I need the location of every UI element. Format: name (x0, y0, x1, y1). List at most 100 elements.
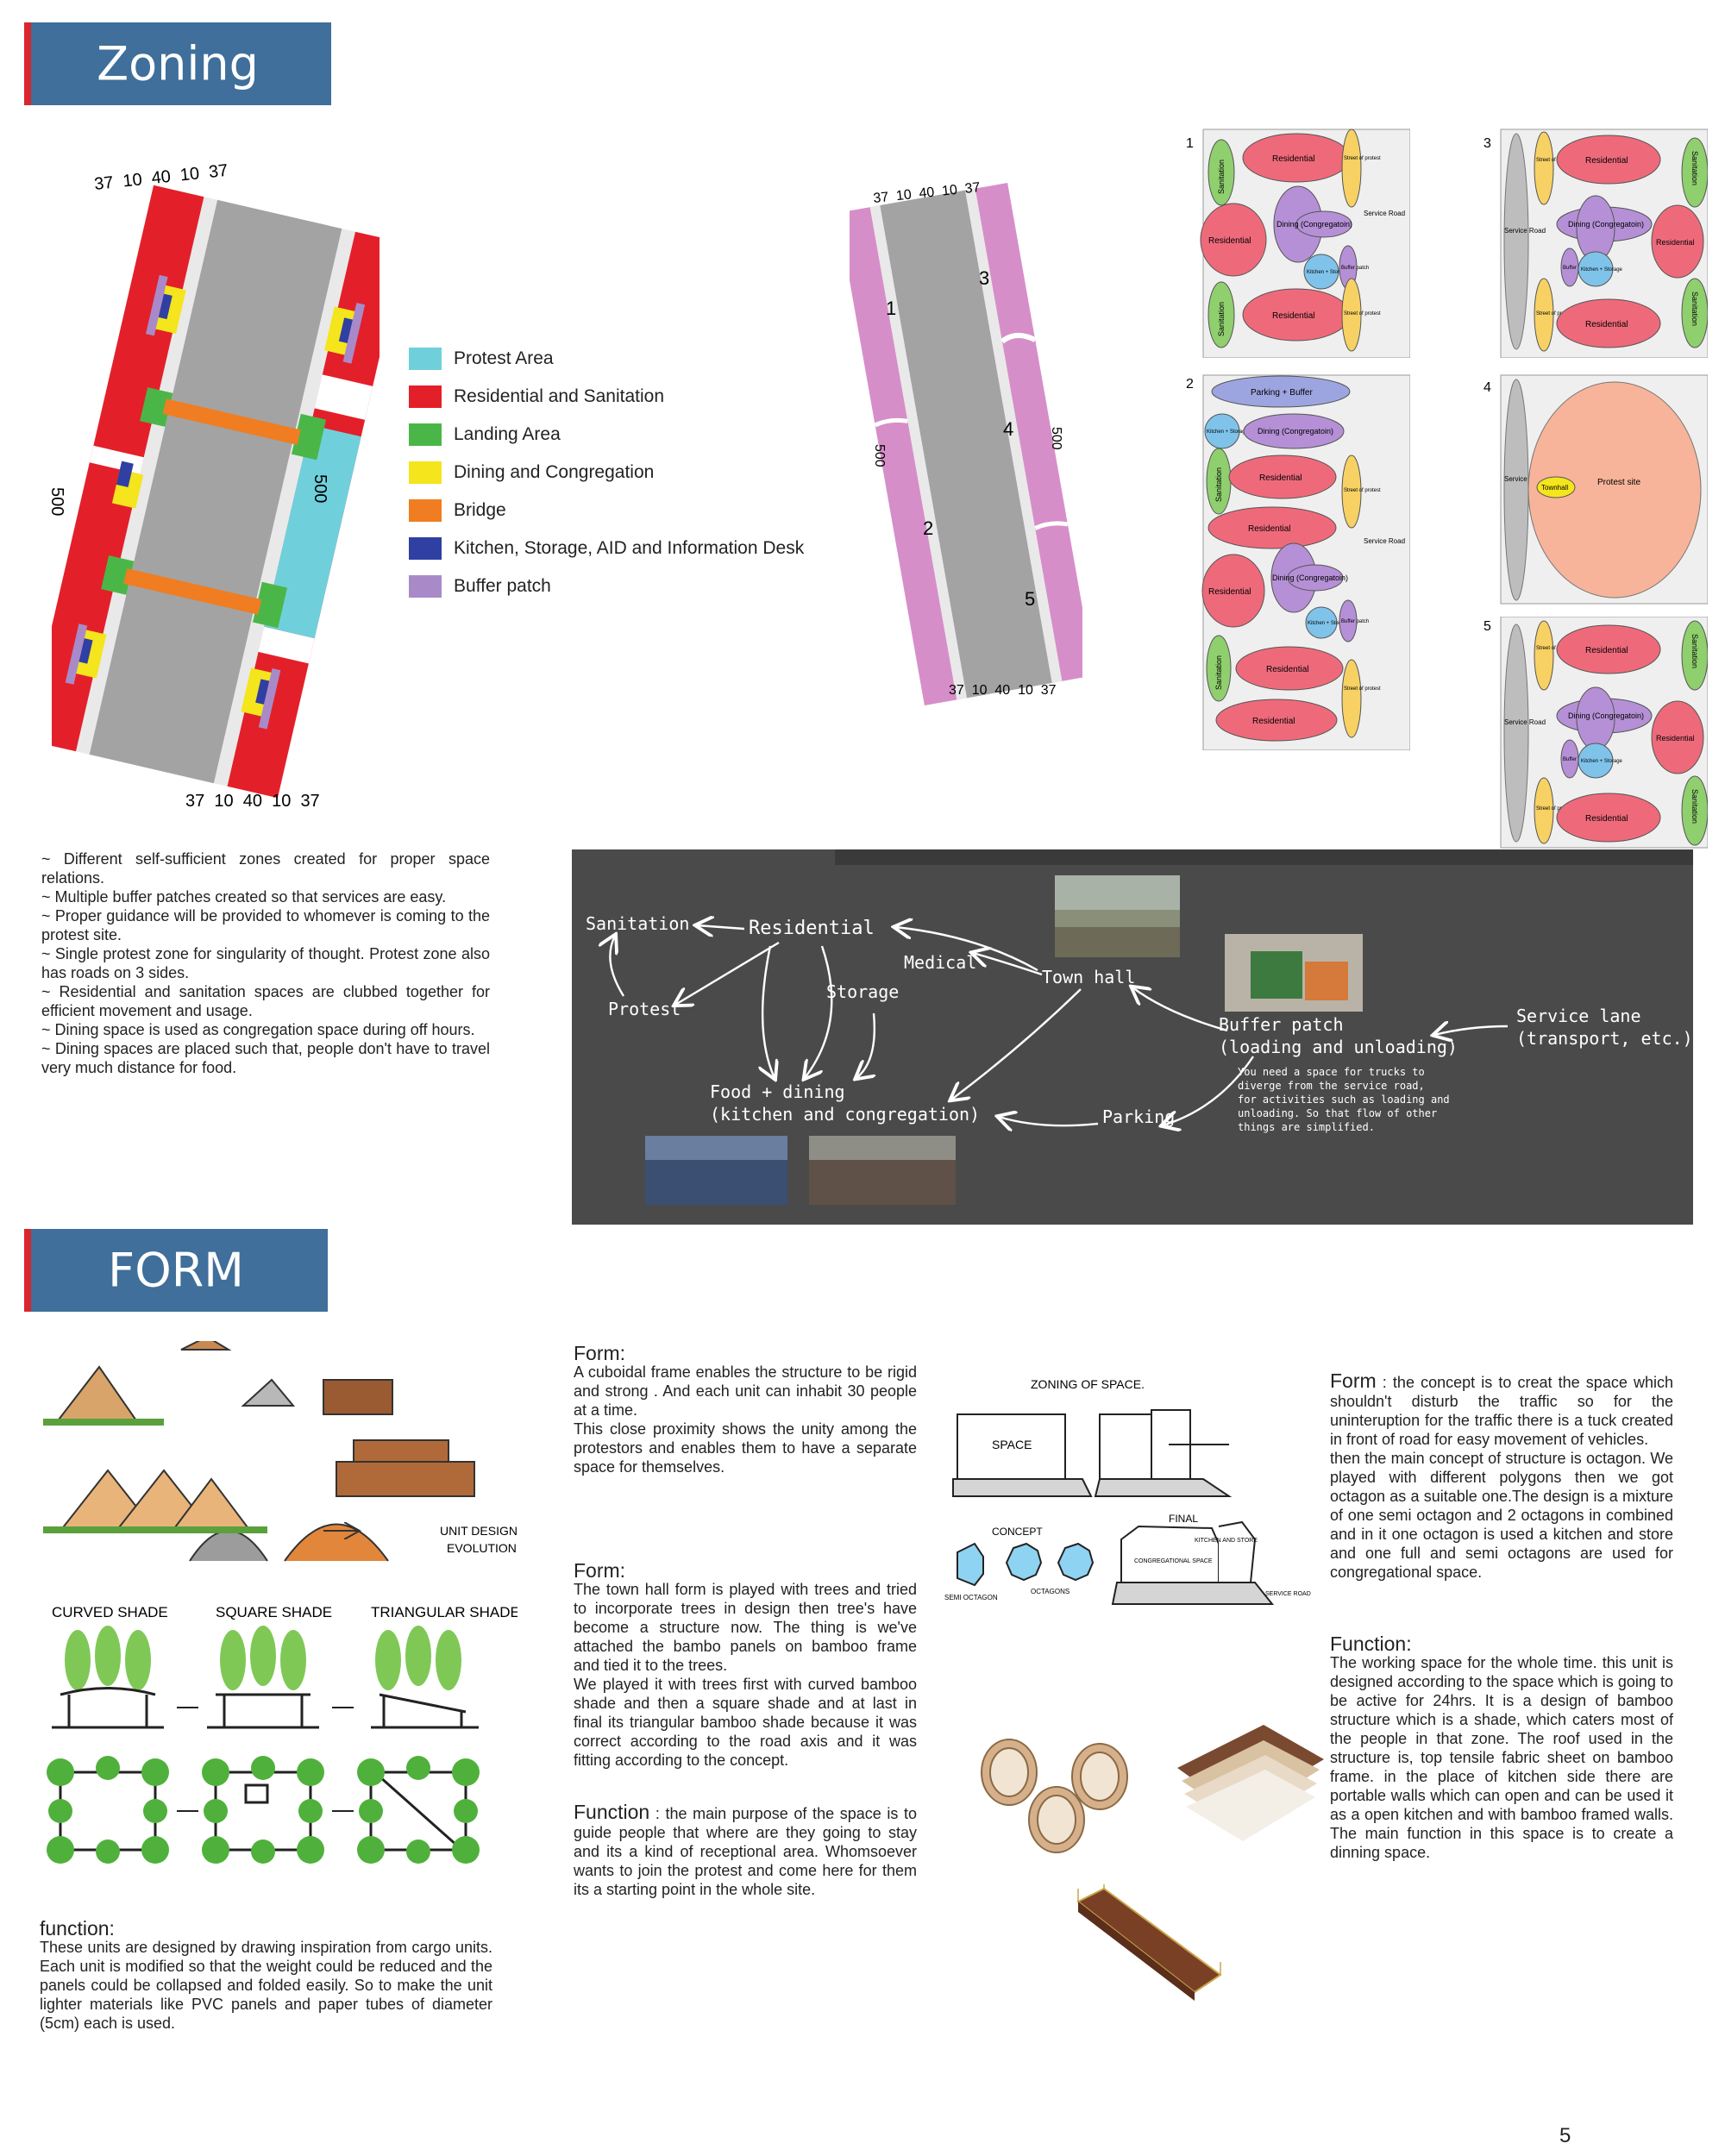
function-heading: Function (574, 1801, 650, 1823)
diagram-label: Service Road (1364, 210, 1405, 217)
legend-item: Residential and Sanitation (409, 383, 664, 411)
diagram-label: Sanitation (1690, 634, 1699, 668)
diagram-label: Buffer patch (1341, 266, 1369, 271)
diagram-label: Protest site (1597, 478, 1640, 487)
left-plan-left-dim: 500 (52, 487, 66, 516)
diagram-label: Sanitation (1217, 160, 1226, 194)
diagram-label: Street of protest (1536, 646, 1573, 651)
diagram-label: Dining (Congregatoin) (1258, 427, 1333, 436)
diagram-label: Sanitation (1690, 151, 1699, 185)
congregational-label: CONGREGATIONAL SPACE (1134, 1558, 1213, 1564)
function-heading: function: (40, 1917, 115, 1940)
diagram-label: Service Road (1504, 227, 1546, 235)
function-body: The working space for the whole time. th… (1330, 1654, 1673, 1861)
zoning-space-label: ZONING OF SPACE. (1031, 1377, 1145, 1391)
kitchen-store-label: KITCHEN AND STORE (1195, 1538, 1258, 1544)
unit-evolution-sketch: UNIT DESIGN EVOLUTION (43, 1341, 518, 1562)
octagons-label: OCTAGONS (1031, 1588, 1070, 1595)
legend-swatch (409, 348, 442, 370)
zone-diagram-3: 3 Service Road Street of protest Street … (1484, 128, 1708, 358)
form-title: FORM (108, 1243, 244, 1298)
flow-buffer: Buffer patch (1219, 1014, 1344, 1035)
flow-buffer-sub: (loading and unloading) (1219, 1037, 1458, 1057)
dining-zoning-sketch: ZONING OF SPACE. SPACE CONCEPT FINAL SEM… (944, 1377, 1311, 1605)
diagram-label: Townhall (1541, 484, 1568, 492)
diagram-number: 3 (1484, 136, 1491, 151)
legend-label: Buffer patch (454, 576, 551, 596)
diagram-number: 4 (1484, 380, 1491, 395)
flow-note: for activities such as loading and (1238, 1094, 1450, 1106)
diagram-label: Street of protest (1344, 686, 1381, 692)
diagram-label: Dining (Congregatoin) (1568, 220, 1644, 229)
diagram-label: Residential (1656, 734, 1695, 743)
zone-diagram-2: 2 Parking + Buffer Kitchen + Storage Din… (1186, 374, 1410, 750)
form-body: A cuboidal frame enables the structure t… (574, 1363, 917, 1419)
site-plan-middle: 1 2 3 4 5 37 10 40 10 37 37 10 40 10 37 … (850, 180, 1082, 705)
unit-design-label: UNIT DESIGN (440, 1524, 518, 1538)
site-plan-left: 37 10 40 10 37 37 10 40 10 37 500 500 (52, 164, 380, 811)
diagram-label: Residential (1259, 473, 1302, 483)
diagram-label: Residential (1272, 154, 1314, 164)
zone-label-2: 2 (923, 517, 933, 539)
legend-swatch (409, 423, 442, 446)
concept-label: CONCEPT (992, 1526, 1043, 1538)
legend-label: Bridge (454, 500, 506, 520)
legend-item: Kitchen, Storage, AID and Information De… (409, 535, 804, 562)
form-body: We played it with trees first with curve… (574, 1676, 917, 1769)
zone-label-1: 1 (886, 298, 896, 319)
zoning-title: Zoning (97, 36, 259, 91)
function-heading: Function: (1330, 1633, 1412, 1655)
legend-item: Landing Area (409, 421, 561, 448)
zone-diagram-5: 5 Service Road Street of protest Street … (1484, 617, 1708, 849)
diagram-label: Service Road (1504, 475, 1546, 483)
form-heading: Form: (574, 1559, 626, 1582)
legend-item: Bridge (409, 497, 506, 524)
legend-label: Dining and Congregation (454, 462, 655, 482)
flow-storage: Storage (826, 981, 899, 1002)
diagram-label: Residential (1585, 320, 1628, 329)
legend-swatch (409, 575, 442, 598)
final-label: FINAL (1169, 1513, 1198, 1525)
zoning-section-banner: Zoning (24, 22, 331, 105)
diagram-label: Residential (1266, 665, 1308, 674)
form-body: then the main concept of structure is oc… (1330, 1450, 1673, 1581)
legend-label: Protest Area (454, 348, 554, 368)
mid-plan-right-dim: 500 (1049, 427, 1063, 450)
zoning-legend: Protest Area Residential and Sanitation … (409, 345, 857, 604)
flow-medical: Medical (904, 952, 976, 973)
page-number: 5 (1559, 2124, 1571, 2147)
note-line: ~ Residential and sanitation spaces are … (41, 983, 490, 1019)
legend-label: Residential and Sanitation (454, 386, 665, 406)
text-col3-form: Form : the concept is to creat the space… (1330, 1371, 1673, 1582)
cargo-unit-image (1076, 1884, 1222, 2001)
flow-note: unloading. So that flow of other (1238, 1107, 1437, 1119)
form-body: This close proximity shows the unity amo… (574, 1420, 917, 1476)
service-road-label: SERVICE ROAD (1265, 1591, 1311, 1597)
legend-item: Buffer patch (409, 573, 551, 600)
left-plan-bottom-dims: 37 10 40 10 37 (185, 792, 320, 811)
function-body: These units are designed by drawing insp… (40, 1939, 492, 2032)
form-section-banner: FORM (24, 1229, 328, 1312)
diagram-label: Buffer patch (1563, 757, 1590, 762)
form-heading: Form (1330, 1369, 1377, 1392)
zone-diagram-1: 1 Sanitation Sanitation Residential Resi… (1186, 128, 1410, 358)
form-heading: Form: (574, 1342, 626, 1364)
diagram-label: Residential (1656, 238, 1695, 247)
diagram-label: Sanitation (1690, 789, 1699, 824)
mid-plan-bottom-dims: 37 10 40 10 37 (949, 683, 1057, 698)
diagram-label: Kitchen + Storage (1308, 621, 1350, 626)
diagram-label: Street of protest (1536, 806, 1573, 812)
diagram-label: Sanitation (1214, 655, 1223, 690)
diagram-label: Buffer patch (1341, 619, 1369, 624)
flow-food: Food + dining (710, 1081, 845, 1102)
flow-arrows (610, 925, 1509, 1125)
flow-service: Service lane (1516, 1006, 1641, 1026)
diagram-number: 2 (1186, 377, 1194, 392)
flow-service-sub: (transport, etc.) (1516, 1028, 1693, 1049)
note-line: ~ Dining space is used as congregation s… (41, 1021, 475, 1038)
diagram-label: Residential (1272, 311, 1314, 321)
diagram-number: 1 (1186, 136, 1194, 151)
evolution-label: EVOLUTION (447, 1541, 517, 1555)
diagram-label: Sanitation (1214, 467, 1223, 502)
curved-shade-label: CURVED SHADE (52, 1604, 168, 1620)
